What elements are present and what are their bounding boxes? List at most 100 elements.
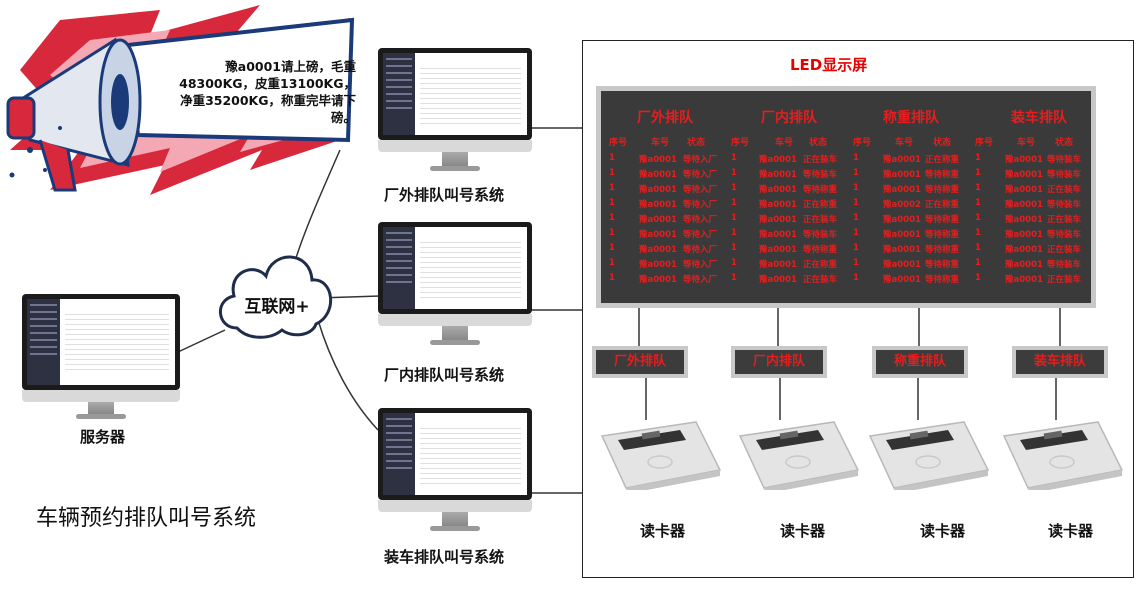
led-cell-index: 1: [731, 243, 737, 253]
led-cell-status: 等待装车: [1047, 230, 1082, 240]
led-cell-plate: 豫a0002: [883, 200, 921, 210]
cloud-icon: [218, 255, 332, 339]
sub-display-inside: 厂内排队: [731, 346, 827, 378]
led-cell-plate: 豫a0001: [759, 200, 797, 210]
led-cell-index: 1: [731, 168, 737, 178]
led-cell-status: 等待装车: [1047, 260, 1082, 270]
led-cell-index: 1: [975, 243, 981, 253]
led-cell-plate: 豫a0001: [639, 200, 677, 210]
led-cell-index: 1: [853, 153, 859, 163]
led-cell-status: 等待称重: [925, 230, 960, 240]
led-cell-status: 正在称重: [925, 200, 960, 210]
led-col-header: 车号: [895, 138, 914, 148]
led-cell-index: 1: [975, 153, 981, 163]
led-cell-index: 1: [853, 258, 859, 268]
led-section-title: 厂内排队: [761, 110, 817, 126]
led-cell-index: 1: [609, 183, 615, 193]
led-cell-status: 等待称重: [925, 245, 960, 255]
card-reader-icon: [600, 421, 722, 490]
led-cell-index: 1: [975, 273, 981, 283]
led-cell-index: 1: [731, 183, 737, 193]
led-cell-index: 1: [853, 243, 859, 253]
led-cell-index: 1: [853, 213, 859, 223]
reader-label: 读卡器: [920, 522, 966, 540]
led-col-header: 状态: [809, 138, 828, 148]
led-cell-status: 等待称重: [925, 185, 960, 195]
led-cell-index: 1: [853, 183, 859, 193]
led-section-title: 厂外排队: [637, 110, 693, 126]
server-label: 服务器: [80, 428, 126, 446]
led-cell-plate: 豫a0001: [1005, 185, 1043, 195]
reader-label: 读卡器: [640, 522, 686, 540]
led-cell-status: 等待入厂: [683, 200, 718, 210]
led-cell-index: 1: [609, 168, 615, 178]
led-cell-status: 正在称重: [803, 200, 838, 210]
led-cell-plate: 豫a0001: [883, 275, 921, 285]
led-cell-index: 1: [975, 228, 981, 238]
led-cell-plate: 豫a0001: [883, 260, 921, 270]
led-section-title: 装车排队: [1011, 110, 1067, 126]
led-cell-index: 1: [609, 213, 615, 223]
led-frame: [582, 40, 1134, 578]
terminal-label-inside: 厂内排队叫号系统: [384, 366, 505, 384]
led-cell-index: 1: [975, 213, 981, 223]
led-cell-plate: 豫a0001: [759, 170, 797, 180]
led-cell-status: 正在装车: [1047, 275, 1082, 285]
led-cell-index: 1: [853, 273, 859, 283]
led-cell-plate: 豫a0001: [759, 185, 797, 195]
led-title: LED显示屏: [790, 56, 868, 74]
led-col-header: 状态: [687, 138, 706, 148]
led-cell-plate: 豫a0001: [883, 155, 921, 165]
led-cell-plate: 豫a0001: [639, 170, 677, 180]
led-cell-plate: 豫a0001: [759, 230, 797, 240]
led-col-header: 序号: [731, 138, 750, 148]
led-cell-index: 1: [853, 198, 859, 208]
led-board: 厂外排队 序号 车号 状态 厂内排队 序号 车号 状态 称重排队 序号 车号 状…: [596, 86, 1096, 308]
led-cell-index: 1: [609, 243, 615, 253]
led-cell-plate: 豫a0001: [883, 245, 921, 255]
led-cell-index: 1: [731, 198, 737, 208]
reader-label: 读卡器: [780, 522, 826, 540]
led-cell-index: 1: [853, 168, 859, 178]
led-col-header: 车号: [651, 138, 670, 148]
cloud-terminal1-line: [295, 149, 341, 259]
led-section-title: 称重排队: [883, 110, 939, 126]
led-cell-index: 1: [731, 258, 737, 268]
led-cell-index: 1: [609, 153, 615, 163]
sub-display-outside: 厂外排队: [592, 346, 688, 378]
led-cell-status: 等待装车: [1047, 155, 1082, 165]
led-cell-status: 等待入厂: [683, 170, 718, 180]
led-cell-plate: 豫a0001: [759, 215, 797, 225]
terminal-label-outside: 厂外排队叫号系统: [384, 186, 505, 204]
led-cell-status: 等待称重: [803, 245, 838, 255]
led-cell-status: 等待装车: [803, 170, 838, 180]
led-cell-index: 1: [975, 183, 981, 193]
sub-display-loading: 装车排队: [1012, 346, 1108, 378]
server-cloud-line: [177, 329, 226, 353]
led-cell-status: 正在装车: [1047, 245, 1082, 255]
card-reader-icon: [738, 421, 860, 490]
led-cell-index: 1: [731, 153, 737, 163]
led-cell-plate: 豫a0001: [759, 260, 797, 270]
terminal-label-loading: 装车排队叫号系统: [384, 548, 505, 566]
led-cell-index: 1: [731, 273, 737, 283]
reader-label: 读卡器: [1048, 522, 1094, 540]
card-reader-icon: [1002, 421, 1124, 490]
led-cell-status: 正在装车: [1047, 185, 1082, 195]
led-col-header: 序号: [853, 138, 872, 148]
led-col-header: 状态: [1055, 138, 1074, 148]
led-cell-plate: 豫a0001: [759, 275, 797, 285]
network-label: 互联网+: [244, 297, 310, 317]
led-cell-status: 正在装车: [803, 155, 838, 165]
led-cell-status: 等待入厂: [683, 155, 718, 165]
sub-display-weighing: 称重排队: [872, 346, 968, 378]
led-cell-plate: 豫a0001: [883, 230, 921, 240]
led-cell-index: 1: [853, 228, 859, 238]
led-cell-index: 1: [609, 198, 615, 208]
led-cell-plate: 豫a0001: [1005, 230, 1043, 240]
led-cell-plate: 豫a0001: [1005, 215, 1043, 225]
megaphone-illustration: [6, 5, 355, 195]
led-cell-index: 1: [609, 228, 615, 238]
led-cell-status: 等待装车: [803, 230, 838, 240]
